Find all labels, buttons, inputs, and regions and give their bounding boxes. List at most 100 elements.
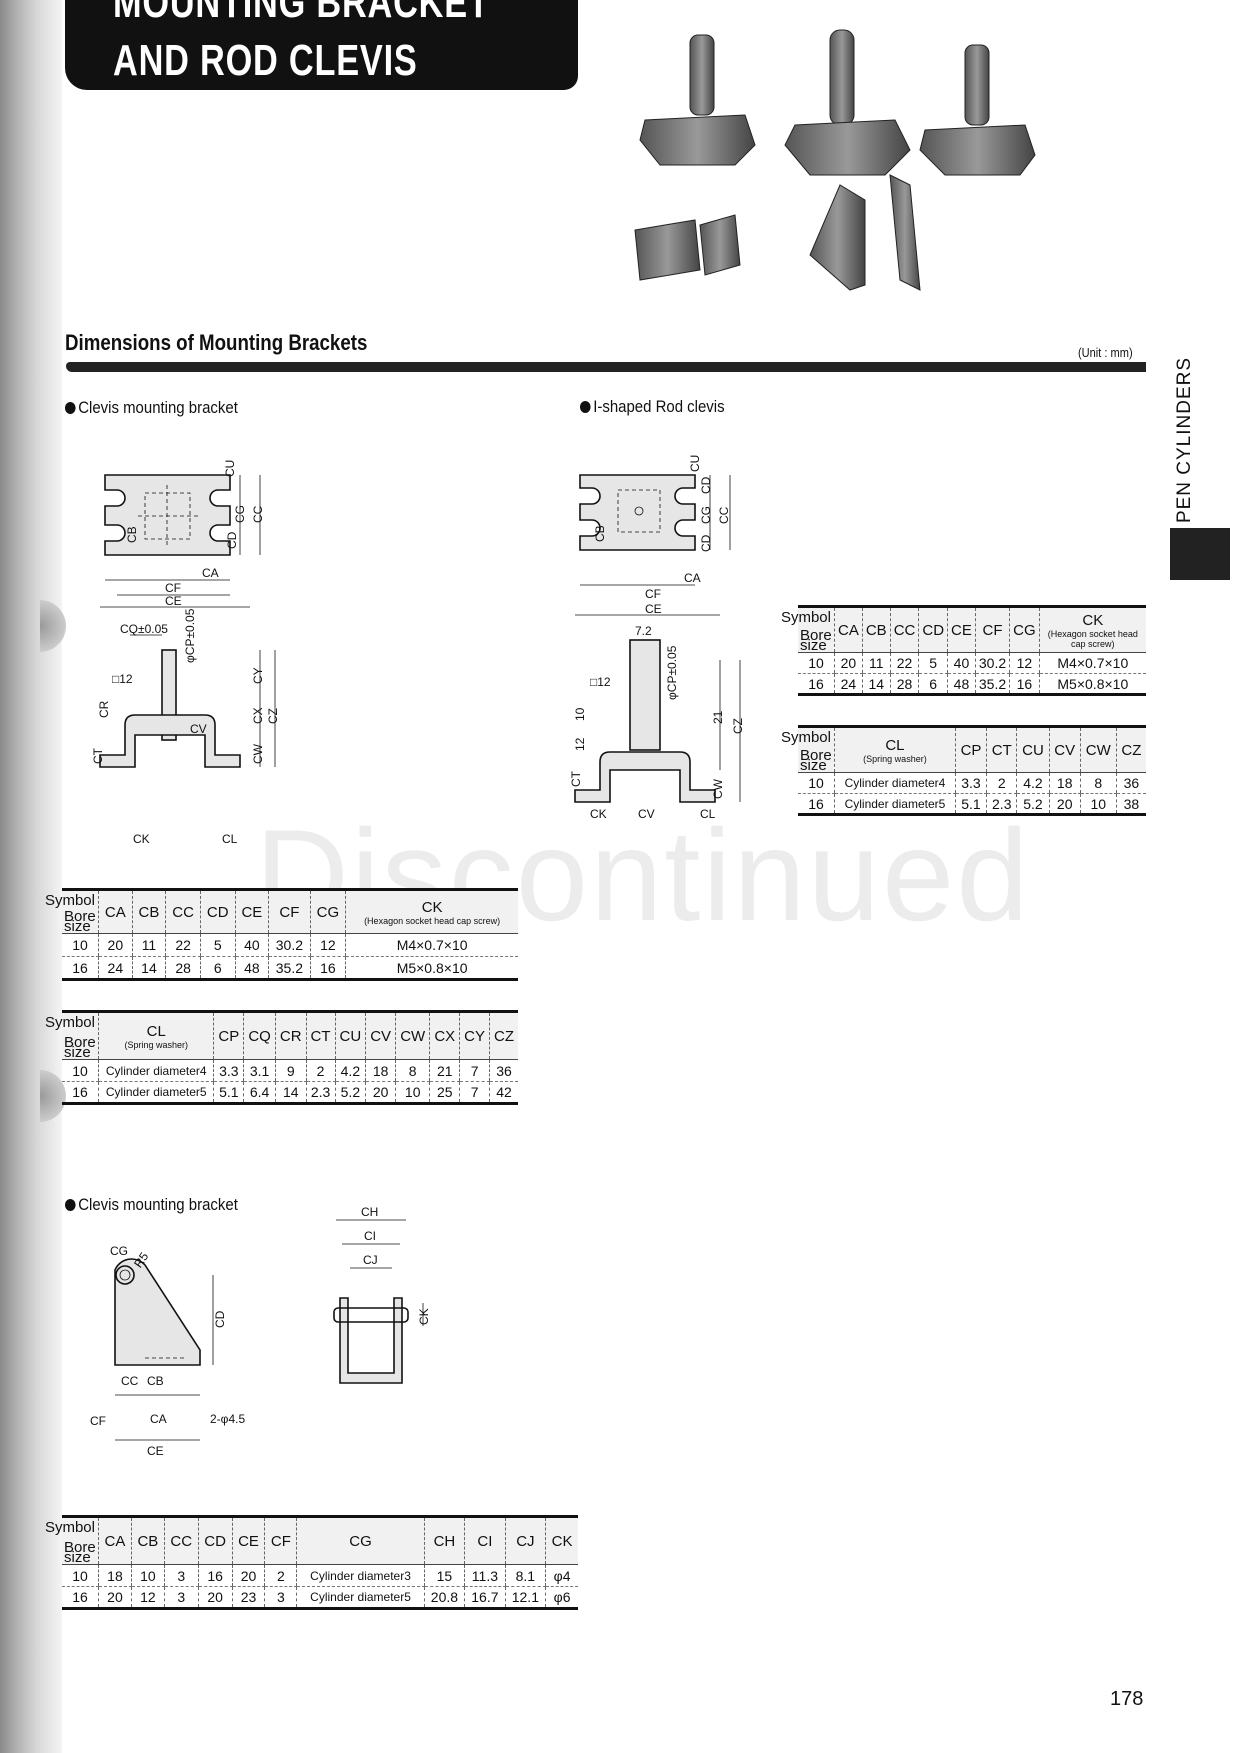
title-line-1: MOUNTING BRACKET xyxy=(113,0,490,27)
column-header: CV xyxy=(1048,725,1081,773)
value-cell: 8.1 xyxy=(504,1564,546,1587)
value-cell: 40 xyxy=(234,933,269,957)
svg-text:CU: CU xyxy=(223,460,237,477)
svg-text:CD: CD xyxy=(225,531,239,549)
value-cell: 18 xyxy=(1048,772,1081,794)
svg-text:CJ: CJ xyxy=(363,1253,378,1267)
value-cell: 18 xyxy=(98,1564,132,1587)
column-header: CH xyxy=(423,1515,465,1565)
column-header: CX xyxy=(429,1010,460,1060)
svg-text:CT: CT xyxy=(91,747,105,764)
value-cell: 6 xyxy=(918,673,948,696)
column-header-cl: CL(Spring washer) xyxy=(97,1010,214,1060)
value-cell: 42 xyxy=(489,1081,518,1105)
binder-hole xyxy=(40,600,66,652)
value-cell: 12 xyxy=(309,933,346,957)
column-header: CQ xyxy=(243,1010,276,1060)
value-cell: 5.1 xyxy=(213,1081,244,1105)
svg-text:CB: CB xyxy=(125,526,139,543)
svg-text:2-φ4.5: 2-φ4.5 xyxy=(210,1412,245,1426)
value-cell: 2 xyxy=(986,772,1017,794)
column-header: CP xyxy=(213,1010,244,1060)
svg-text:CK: CK xyxy=(590,807,607,821)
clevis-bracket-2-side-drawing: CG R5 CD CC CB CF CA 2-φ4.5 CE xyxy=(90,1244,245,1458)
bore-size-cell: 10 xyxy=(798,772,835,794)
svg-text:□12: □12 xyxy=(112,672,133,686)
value-cell: 48 xyxy=(234,956,269,981)
svg-text:CV: CV xyxy=(190,722,207,736)
side-tab-label: PEN CYLINDERS xyxy=(1174,356,1195,524)
column-header: CD xyxy=(197,1515,233,1565)
value-cell: 3 xyxy=(163,1586,199,1610)
svg-text:10: 10 xyxy=(573,707,587,721)
column-header: CW xyxy=(1079,725,1117,773)
cl-note: (Spring washer) xyxy=(124,1039,188,1050)
svg-text:CC: CC xyxy=(251,505,265,523)
value-cell: 6.4 xyxy=(243,1081,276,1105)
cl-header: CL xyxy=(885,736,905,754)
corner-bore-label: Bore size xyxy=(64,1034,96,1061)
title-line-2: AND ROD CLEVIS xyxy=(113,36,418,85)
value-cell: 3.1 xyxy=(243,1059,276,1082)
svg-text:CV: CV xyxy=(638,807,655,821)
value-cell: 11.3 xyxy=(464,1564,506,1587)
value-cell: 3 xyxy=(264,1586,297,1610)
value-cell: 16 xyxy=(197,1564,233,1587)
svg-text:CB: CB xyxy=(593,525,607,542)
svg-text:CG: CG xyxy=(699,506,713,524)
value-cell: 22 xyxy=(889,652,919,674)
subsection-heading: Clevis mounting bracket xyxy=(65,1195,238,1215)
value-cell: 5.2 xyxy=(334,1081,366,1105)
product-photos xyxy=(634,29,1036,291)
section-title: Dimensions of Mounting Brackets xyxy=(65,330,368,355)
svg-text:CE: CE xyxy=(165,594,182,608)
cl-cell: Cylinder diameter5 xyxy=(97,1081,214,1105)
ck-cell: M5×0.8×10 xyxy=(1038,673,1146,696)
value-cell: 8 xyxy=(1079,772,1117,794)
svg-text:CH: CH xyxy=(361,1205,378,1219)
corner-bore-label: Bore size xyxy=(800,627,832,654)
column-header: CB xyxy=(861,605,891,653)
value-cell: 20 xyxy=(197,1586,233,1610)
value-cell: 20 xyxy=(231,1564,265,1587)
value-cell: 15 xyxy=(423,1564,465,1587)
corner-symbol-label: Symbol xyxy=(780,729,831,746)
section-divider xyxy=(66,362,1146,372)
value-cell: 20 xyxy=(834,652,863,674)
value-cell: 35.2 xyxy=(974,673,1010,696)
value-cell: 28 xyxy=(889,673,919,696)
svg-text:CF: CF xyxy=(165,581,181,595)
value-cell: 10 xyxy=(130,1564,165,1587)
column-header: CC xyxy=(889,605,919,653)
column-header: CY xyxy=(459,1010,490,1060)
value-cell: 16 xyxy=(309,956,346,981)
column-header: CW xyxy=(395,1010,430,1060)
value-cell: 38 xyxy=(1115,793,1146,816)
value-cell: 11 xyxy=(861,652,891,674)
column-header: CZ xyxy=(1115,725,1146,773)
column-header: CP xyxy=(954,725,987,773)
svg-text:CT: CT xyxy=(570,770,583,787)
value-cell: 12 xyxy=(1009,652,1040,674)
value-cell: 5 xyxy=(918,652,948,674)
svg-text:CC: CC xyxy=(717,506,731,524)
value-cell: 2.3 xyxy=(305,1081,336,1105)
svg-text:CU: CU xyxy=(688,455,702,472)
value-cell: 2 xyxy=(305,1059,336,1082)
value-cell: 3.3 xyxy=(954,772,987,794)
svg-text:CR: CR xyxy=(97,700,111,718)
clevis-bracket-drawing: CU CB CG CC CD CA CF CE CQ±0.05 φCP±0.05… xyxy=(91,460,280,846)
value-cell: 48 xyxy=(947,673,976,696)
